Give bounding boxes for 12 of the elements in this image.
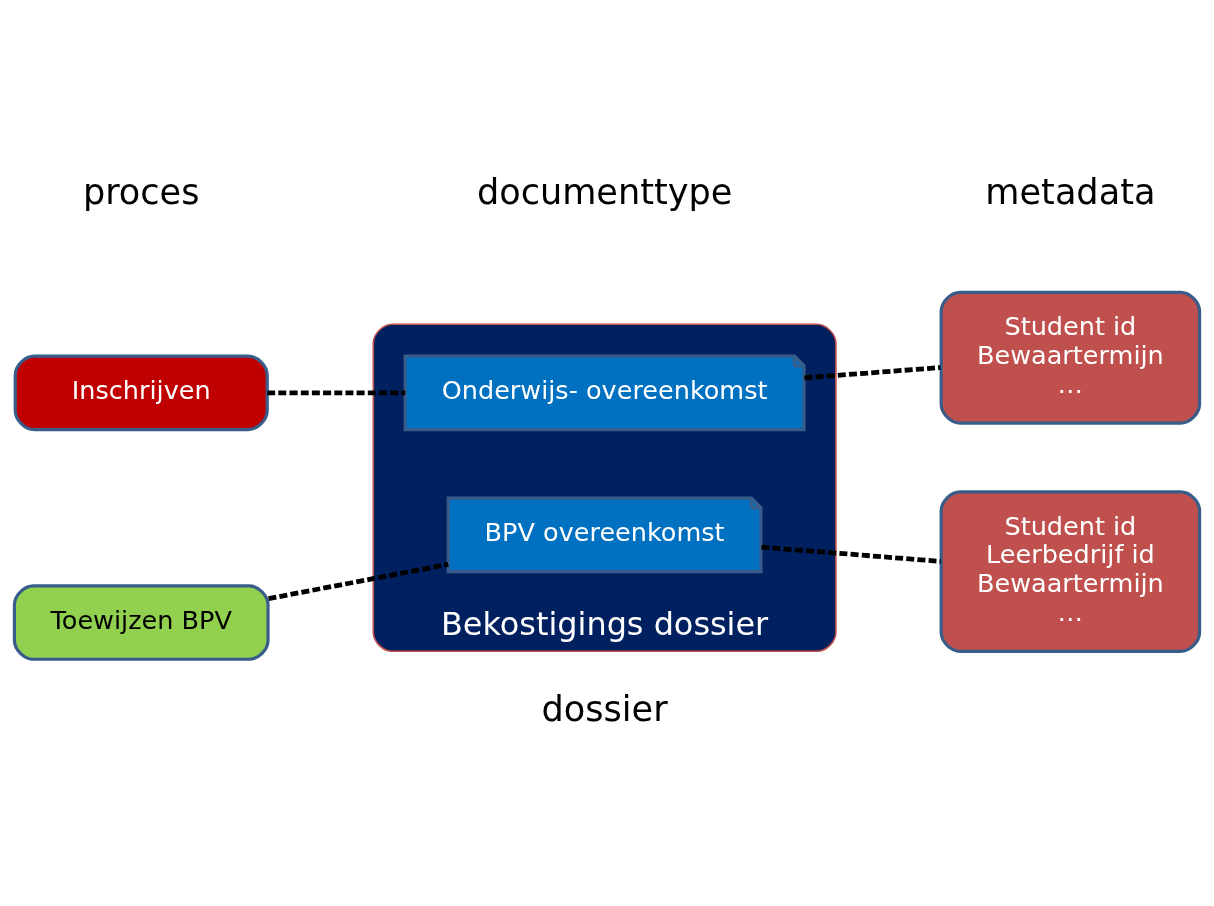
node-box: Student id Leerbedrijf id Bewaartermijn …: [939, 489, 1202, 653]
connector: [268, 561, 449, 601]
connector: [267, 390, 406, 395]
label: proces: [82, 170, 200, 212]
label: dossier: [541, 687, 668, 729]
node-box: Student id Bewaartermijn …: [939, 290, 1202, 425]
connector: [804, 364, 941, 380]
label: documenttype: [476, 170, 733, 212]
node-box: Inschrijven: [13, 354, 269, 431]
node-box: Toewijzen BPV: [12, 583, 270, 661]
connector: [761, 544, 941, 564]
label: metadata: [985, 170, 1156, 212]
